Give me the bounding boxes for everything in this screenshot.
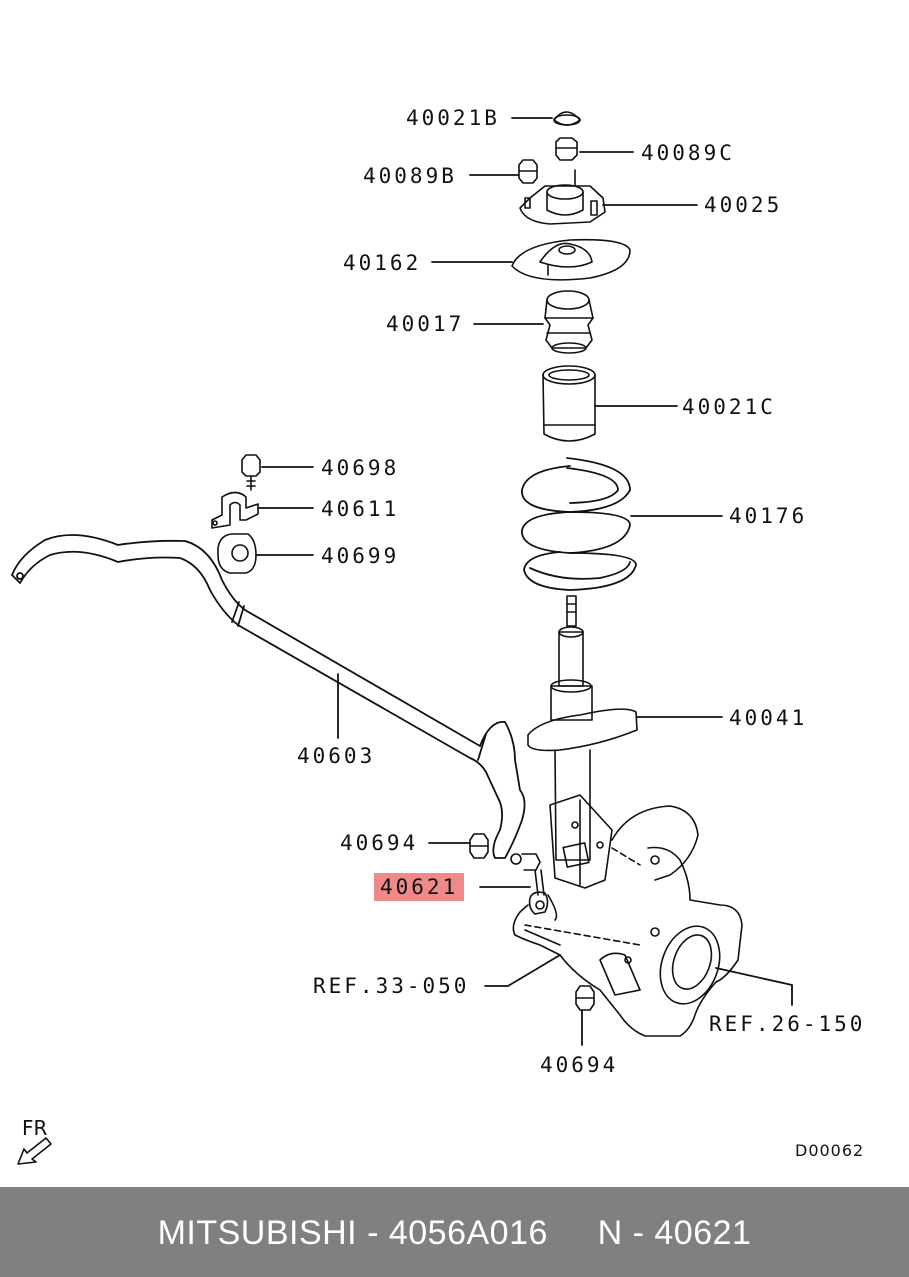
label-40162: 40162 (343, 251, 422, 275)
label-40698: 40698 (321, 456, 400, 480)
label-40017: 40017 (386, 312, 465, 336)
part-40694-nut-top (469, 833, 489, 859)
parts-diagram: 40021B 40089C 40089B 40025 40162 40017 4… (11, 106, 866, 1165)
part-40041-shock-absorber (527, 595, 638, 889)
label-40699: 40699 (321, 544, 400, 568)
steering-knuckle (512, 805, 743, 1037)
part-40089b-nut (518, 159, 538, 184)
part-40089c-nut (555, 137, 578, 161)
front-direction-arrow-icon (17, 1137, 52, 1165)
label-40025: 40025 (704, 193, 783, 217)
label-40089c: 40089C (641, 141, 735, 165)
footer-part-info: MITSUBISHI - 4056A016 N - 40621 (157, 1214, 752, 1252)
label-40041: 40041 (729, 706, 808, 730)
part-40699-bushing (217, 533, 257, 574)
part-40698-bolt (241, 454, 261, 491)
label-40021b: 40021B (406, 106, 500, 130)
part-40162-spring-seat (511, 238, 631, 281)
part-40021b-cap (553, 111, 581, 126)
part-40017-bump-stop (544, 290, 594, 354)
part-40176-coil-spring (521, 457, 637, 591)
part-40025-strut-mount (519, 169, 606, 225)
part-40603-stabilizer-bar (11, 534, 526, 859)
leader-lines (255, 117, 793, 1046)
label-ref-26-150: REF.26-150 (709, 1012, 866, 1036)
label-40611: 40611 (321, 497, 400, 521)
part-40694-nut-bottom (575, 985, 595, 1011)
part-40021c-dust-boot (542, 365, 596, 442)
label-40176: 40176 (729, 504, 808, 528)
label-40621-highlighted: 40621 (374, 873, 465, 901)
label-40603: 40603 (297, 744, 376, 768)
label-40021c: 40021C (682, 395, 776, 419)
label-ref-33-050: REF.33-050 (313, 974, 470, 998)
part-40611-bracket (211, 491, 259, 529)
footer-bar: MITSUBISHI - 4056A016 N - 40621 (0, 1187, 909, 1277)
label-40694-bottom: 40694 (540, 1053, 619, 1077)
part-40621-stabilizer-link (510, 853, 549, 915)
diagram-code: D00062 (795, 1141, 865, 1160)
label-40089b: 40089B (363, 164, 457, 188)
front-direction-label: FR (22, 1116, 48, 1140)
label-40694-top: 40694 (340, 831, 419, 855)
